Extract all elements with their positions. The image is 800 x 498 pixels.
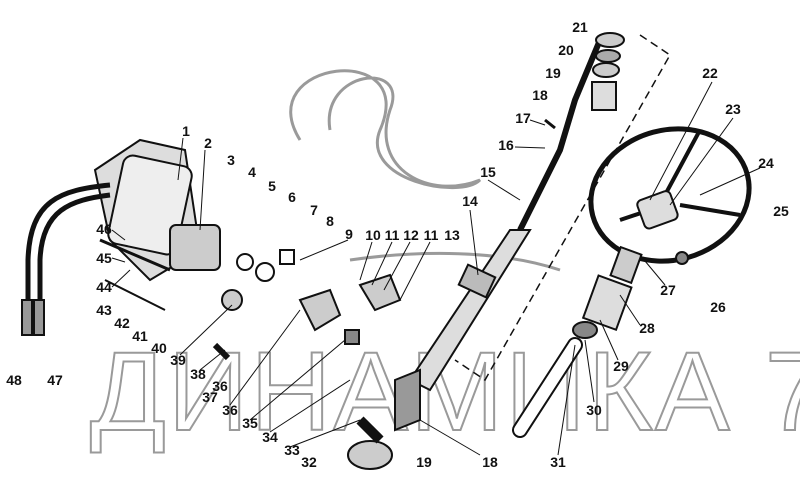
part-label: 26 [710,299,726,315]
part-label: 15 [480,164,496,180]
part-label: 36 [212,378,228,394]
part-label: 10 [365,227,381,243]
part-label: 21 [572,19,588,35]
part-label: 18 [482,454,498,470]
part-label: 32 [301,454,317,470]
part-label: 39 [170,352,186,368]
part-label: 34 [262,429,278,445]
part-label: 25 [773,203,789,219]
part-label: 45 [96,250,112,266]
part-label: 17 [515,110,531,126]
parts [21,32,752,470]
part-label: 20 [558,42,574,58]
part-label: 40 [151,340,167,356]
part-label: 6 [288,189,296,205]
part-label: 42 [114,315,130,331]
part-label: 22 [702,65,718,81]
part-label: 9 [345,226,353,242]
part-label: 35 [242,415,258,431]
part-label: 4 [248,164,256,180]
part-label: 38 [190,366,206,382]
part-label: 48 [6,372,22,388]
part-label: 3 [227,152,235,168]
part-label: 11 [423,227,439,243]
leader-lines [111,81,761,456]
part-label: 13 [444,227,460,243]
part-label: 14 [462,193,478,209]
part-label: 1 [182,123,190,139]
part-label: 18 [532,87,548,103]
part-label: 16 [498,137,514,153]
part-label: 36 [222,402,238,418]
part-label: 33 [284,442,300,458]
part-label: 11 [384,227,400,243]
part-label: 46 [96,221,112,237]
part-label: 47 [47,372,63,388]
part-label: 41 [132,328,148,344]
part-label: 44 [96,279,112,295]
part-label: 5 [268,178,276,194]
part-label: 8 [326,213,334,229]
part-label: 28 [639,320,655,336]
part-label: 30 [586,402,602,418]
part-label: 23 [725,101,741,117]
part-label: 7 [310,202,318,218]
part-label: 19 [416,454,432,470]
part-label: 12 [403,227,419,243]
part-label: 29 [613,358,629,374]
part-label: 27 [660,282,676,298]
part-label: 2 [204,135,212,151]
part-label: 31 [550,454,566,470]
part-label: 37 [202,389,218,405]
part-label: 43 [96,302,112,318]
watermark-logo [289,69,561,272]
part-label: 24 [758,155,774,171]
part-label: 19 [545,65,561,81]
